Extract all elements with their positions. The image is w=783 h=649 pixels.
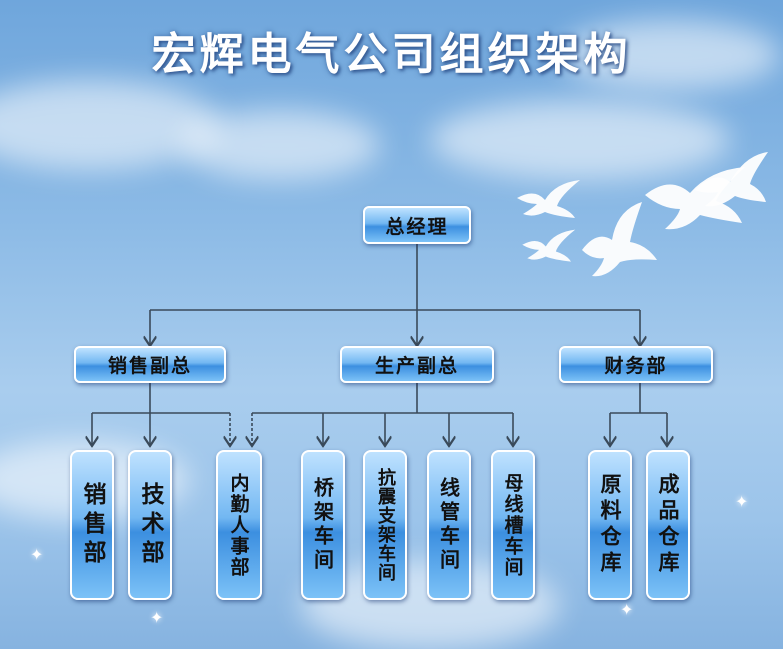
sparkle-icon: ✦ bbox=[30, 545, 44, 564]
node-raw-material-warehouse: 原料仓库 bbox=[588, 450, 632, 600]
node-seismic-bracket-workshop: 抗震支架车间 bbox=[363, 450, 407, 600]
cloud bbox=[180, 110, 380, 180]
sparkle-icon: ✦ bbox=[620, 600, 634, 619]
node-label: 抗震支架车间 bbox=[375, 468, 396, 582]
node-general-manager: 总经理 bbox=[363, 206, 471, 244]
node-label: 成品仓库 bbox=[656, 473, 680, 577]
dove-icon bbox=[582, 202, 657, 277]
dove-icon bbox=[695, 152, 768, 207]
node-label: 技术部 bbox=[137, 481, 163, 569]
node-label: 生产副总 bbox=[374, 355, 459, 377]
node-tech-dept: 技术部 bbox=[128, 450, 172, 600]
node-sales-vp: 销售副总 bbox=[74, 346, 226, 383]
node-label: 总经理 bbox=[385, 215, 449, 238]
node-label: 桥架车间 bbox=[310, 477, 335, 573]
node-sales-dept: 销售部 bbox=[70, 450, 114, 600]
node-label: 线管车间 bbox=[436, 477, 461, 573]
node-finished-goods-warehouse: 成品仓库 bbox=[646, 450, 690, 600]
node-production-vp: 生产副总 bbox=[340, 346, 494, 383]
node-conduit-workshop: 线管车间 bbox=[427, 450, 471, 600]
sparkle-icon: ✦ bbox=[735, 492, 749, 511]
dove-icon bbox=[517, 180, 580, 218]
node-label: 内勤人事部 bbox=[227, 472, 250, 578]
node-label: 销售部 bbox=[79, 481, 105, 569]
node-admin-hr-dept: 内勤人事部 bbox=[216, 450, 262, 600]
node-label: 母线槽车间 bbox=[501, 472, 524, 578]
dove-icon bbox=[522, 229, 576, 262]
node-bridge-frame-workshop: 桥架车间 bbox=[301, 450, 345, 600]
page-title: 宏辉电气公司组织架构 bbox=[151, 29, 632, 80]
node-finance-dept: 财务部 bbox=[559, 346, 713, 383]
node-label: 原料仓库 bbox=[598, 473, 622, 577]
cloud bbox=[430, 100, 730, 180]
node-busway-workshop: 母线槽车间 bbox=[491, 450, 535, 600]
sparkle-icon: ✦ bbox=[150, 608, 164, 627]
node-label: 销售副总 bbox=[107, 355, 192, 377]
cloud bbox=[560, 20, 780, 90]
node-label: 财务部 bbox=[604, 355, 668, 377]
